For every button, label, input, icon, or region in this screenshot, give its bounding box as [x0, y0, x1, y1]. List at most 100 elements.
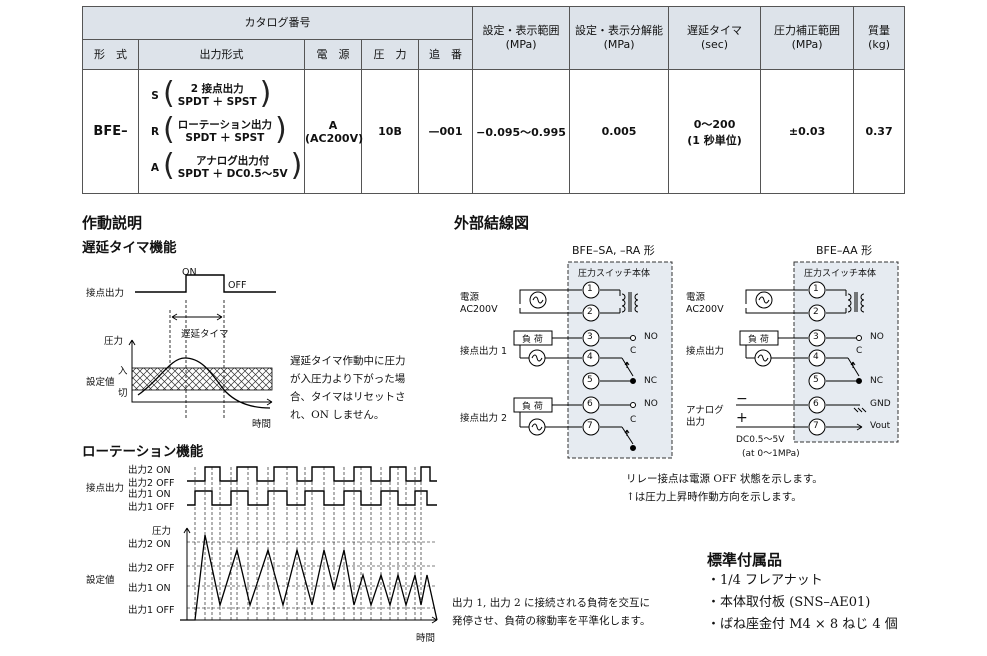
wiring-notes: リレー接点は電源 OFF 状態を示します。↑は圧力上昇時作動方向を示します。 [626, 473, 823, 503]
on-label: ON [182, 267, 197, 278]
l-terminal-7: 7 [587, 421, 593, 431]
rotation-function-title: ローテーション機能 [82, 444, 204, 460]
r-terminal-1: 1 [813, 284, 819, 294]
on-level-label: 入 [118, 366, 128, 377]
rot-p-out2-off-label: 出力2 OFF [128, 563, 175, 574]
l-c-2: C [630, 415, 637, 425]
operation-title: 作動説明 [82, 214, 143, 232]
list-item: ・ばね座金付 M4 × 8 ねじ 4 個 [707, 617, 898, 632]
l-terminal-1: 1 [587, 284, 593, 294]
rot-time-label: 時間 [416, 633, 436, 644]
l-no-2: NO [644, 399, 658, 409]
right-diagram-title: BFE–AA 形 [816, 244, 873, 257]
output-type-header: 出力形式 [138, 39, 305, 70]
r-terminal-7: 7 [813, 421, 819, 431]
contact-output-2-label: 接点出力 2 [460, 413, 508, 424]
l-terminal-5: 5 [587, 375, 593, 385]
r-vout: Vout [870, 421, 891, 431]
delay-contact-output-label: 接点出力 [86, 288, 125, 299]
pressure-header: 圧 力 [361, 39, 419, 70]
l-c-1: C [630, 346, 637, 356]
rotation-contact-waveforms [187, 466, 437, 506]
model-header: 形 式 [82, 39, 139, 70]
analog-range: DC0.5〜5V [736, 435, 785, 445]
model-cell: BFE– [82, 69, 139, 194]
left-body-label: 圧力スイッチ本体 [578, 269, 651, 279]
r-nc: NC [870, 376, 884, 386]
left-load-label-1: 負 荷 [522, 335, 543, 345]
output1-waveform [187, 490, 437, 506]
rotation-pressure-curve [180, 534, 438, 621]
analog-output-label: アナログ出力 [686, 405, 724, 428]
right-load-box [739, 330, 779, 346]
mass-cell: 0.37 [853, 69, 906, 194]
list-item: ・1/4 フレアナット [707, 573, 823, 588]
resolution-cell: 0.005 [569, 69, 670, 194]
rot-p-out2-on-label: 出力2 ON [128, 539, 171, 550]
suffix-header: 追 番 [417, 39, 474, 70]
left-load-box-1 [513, 330, 553, 346]
delay-note: 遅延タイマ作動中に圧力が入圧力より下がった場 合、タイマはリセットされ、ON し… [290, 355, 406, 421]
list-item: ・本体取付板 (SNS–AE01) [707, 595, 871, 610]
hysteresis-band [131, 367, 273, 391]
l-nc: NC [644, 376, 658, 386]
l-no-1: NO [644, 332, 658, 342]
l-terminal-3: 3 [587, 332, 593, 342]
right-body-label: 圧力スイッチ本体 [804, 269, 877, 279]
r-terminal-4: 4 [813, 352, 819, 362]
r-terminal-2: 2 [813, 307, 819, 317]
delay-header: 遅延タイマ(sec) [668, 6, 762, 70]
off-level-label: 切 [118, 388, 128, 399]
left-load-box-2 [513, 397, 553, 413]
output2-waveform [187, 466, 437, 482]
r-terminal-6: 6 [813, 399, 819, 409]
rot-p-out1-on-label: 出力1 ON [128, 583, 171, 594]
pressure-curve [137, 357, 271, 409]
pressure-cell: 10B [361, 69, 419, 194]
left-diagram-title: BFE–SA, –RA 形 [572, 244, 655, 257]
r-terminal-3: 3 [813, 332, 819, 342]
l-terminal-6: 6 [587, 399, 593, 409]
rot-out2-on-label: 出力2 ON [128, 465, 171, 476]
rot-p-out1-off-label: 出力1 OFF [128, 605, 175, 616]
pressure-label: 圧力 [104, 336, 124, 347]
wiring-title: 外部結線図 [454, 214, 530, 232]
analog-at: (at 0〜1MPa) [742, 449, 800, 459]
delay-contact-waveform [135, 274, 276, 293]
left-load-label-2: 負 荷 [522, 402, 543, 412]
rotation-note: 出力 1, 出力 2 に接続される負荷を交互に発停させ、負荷の稼動率を平準化しま… [452, 597, 651, 627]
accessories-list: ・1/4 フレアナット ・本体取付板 (SNS–AE01) ・ばね座金付 M4 … [707, 570, 898, 636]
off-label: OFF [228, 280, 247, 291]
delay-function-title: 遅延タイマ機能 [82, 240, 177, 256]
analog-minus: − [736, 391, 748, 407]
r-gnd: GND [870, 399, 891, 409]
rot-out1-on-label: 出力1 ON [128, 489, 171, 500]
delay-timer-label: 遅延タイマ [181, 329, 229, 340]
suffix-cell: —001 [417, 69, 474, 194]
setpoint-label: 設定値 [86, 377, 115, 388]
right-contact-output-label: 接点出力 [686, 346, 725, 357]
rot-setpoint-label: 設定値 [86, 575, 115, 586]
catalog-number-header: カタログ番号 [81, 6, 474, 40]
r-no: NO [870, 332, 884, 342]
l-terminal-2: 2 [587, 307, 593, 317]
mass-header: 質量(kg) [853, 6, 906, 70]
power-cell: A(AC200V) [304, 69, 363, 194]
contact-output-1-label: 接点出力 1 [460, 346, 508, 357]
rot-out1-off-label: 出力1 OFF [128, 502, 175, 513]
rot-contact-output-label: 接点出力 [86, 483, 125, 494]
right-load-label: 負 荷 [748, 335, 769, 345]
accessories-title: 標準付属品 [707, 551, 783, 569]
range-cell: −0.095〜0.995 [472, 69, 571, 194]
rot-out2-off-label: 出力2 OFF [128, 478, 175, 489]
resolution-header: 設定・表示分解能(MPa) [569, 6, 670, 70]
